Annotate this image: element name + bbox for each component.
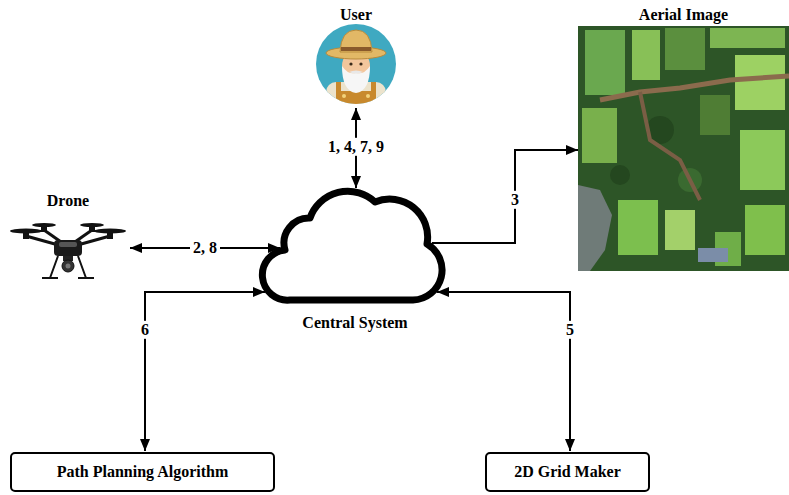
illustration-part [610,165,630,185]
illustration-part [359,62,362,65]
node-heading: Aerial Image [578,6,789,24]
illustration-part [700,95,730,135]
box-label: Path Planning Algorithm [57,463,229,481]
node-heading: Central System [255,314,455,332]
illustration-part [59,242,77,247]
step-number: 6 [138,321,152,339]
illustration-part [62,260,74,272]
node-heading: User [306,6,406,24]
illustration-part [665,210,695,250]
process-box: 2D Grid Maker [485,452,650,492]
illustration-part [745,205,785,255]
illustration-part [585,30,625,95]
illustration-part [342,66,370,93]
step-number: 3 [508,191,522,209]
illustration-part [710,28,785,48]
cloud-outline [255,180,455,310]
aerial-image-node: Aerial Image [578,6,789,271]
illustration-part [735,55,785,110]
illustration-part [698,248,728,262]
illustration-part [349,62,352,65]
illustration-part [640,92,700,200]
node-heading: Drone [8,192,128,210]
connector-arrow [432,150,578,243]
illustration-part [342,94,346,98]
illustration-part [632,30,660,80]
illustration-part [66,264,71,269]
connector-arrow [437,292,570,451]
illustration-part [80,223,104,227]
illustration-part [32,223,56,227]
step-number: 1, 4, 7, 9 [325,138,387,156]
illustration-part [340,30,372,52]
step-number: 5 [563,321,577,339]
illustration-part [371,82,376,94]
aerial-image [578,26,789,271]
cloud-outline-path [262,191,442,300]
connector-arrow [145,292,265,451]
illustration-part [578,185,612,271]
illustration-part [578,26,789,271]
user-node: User [306,6,406,106]
illustration-part [618,200,658,255]
illustration-part [54,240,82,256]
illustration-part [336,82,341,94]
illustration-part [326,47,386,59]
illustration-part [665,28,705,70]
drone-icon [10,223,126,278]
step-number: 2, 8 [190,239,220,257]
illustration-part [341,47,371,51]
box-label: 2D Grid Maker [514,463,621,481]
illustration-part [10,229,42,234]
illustration-part [740,130,785,190]
illustration-part [349,71,363,74]
drone-node: Drone [8,192,128,278]
process-box: Path Planning Algorithm [10,452,275,492]
central-system-cloud: Central System [255,180,455,340]
illustration-part [600,76,789,100]
illustration-part [42,256,94,278]
illustration-part [94,229,126,234]
illustration-part [366,94,370,98]
illustration-part [582,108,617,163]
user-icon [316,24,396,113]
